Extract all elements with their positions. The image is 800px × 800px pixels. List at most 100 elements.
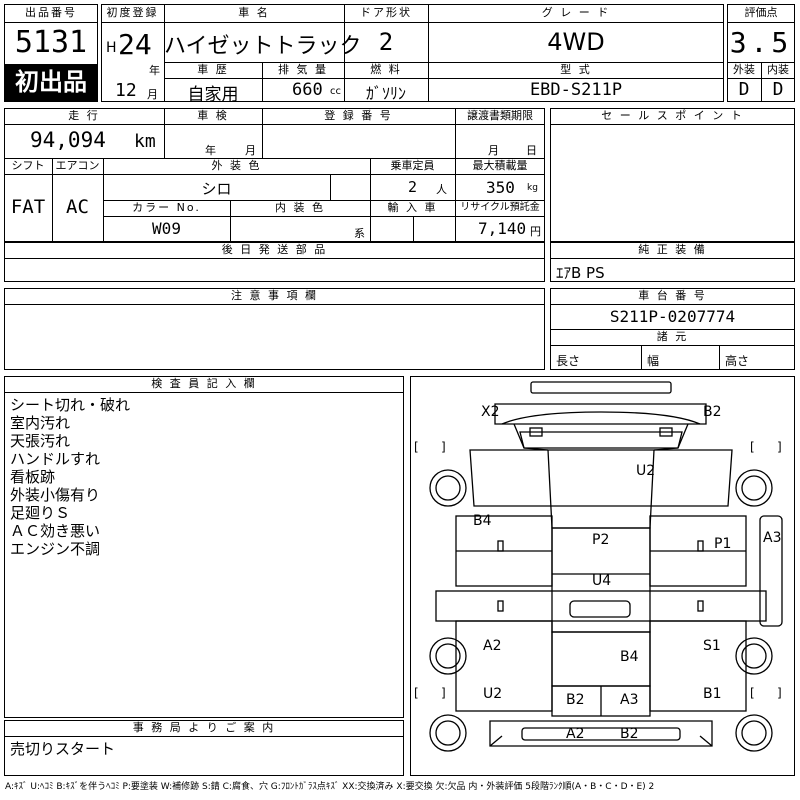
- inspector-note: 室内汚れ: [10, 414, 71, 432]
- options-box: [550, 242, 795, 282]
- dims-label: 諸 元: [656, 330, 689, 343]
- height-label: 高さ: [725, 354, 750, 368]
- inspector-note: 天張汚れ: [10, 432, 71, 450]
- inspector-note: シート切れ・破れ: [10, 396, 131, 414]
- grade-value: 4WD: [547, 28, 605, 56]
- inspector-note: 看板跡: [10, 468, 56, 486]
- damage-a3-right: A3: [763, 530, 782, 546]
- first-listing-badge: 初出品: [5, 64, 97, 101]
- seats-label: 乗車定員: [390, 159, 435, 172]
- transfer-month-unit: 月: [488, 144, 499, 157]
- damage-b2-rear: B2: [566, 692, 585, 708]
- color-no-label: カラー No.: [132, 201, 201, 214]
- load-unit: kg: [527, 183, 538, 193]
- office-label: 事 務 局 よ り ご 案 内: [132, 721, 276, 734]
- damage-p2: P2: [592, 532, 610, 548]
- shift-label: シフト: [11, 159, 45, 172]
- load-value: 350: [486, 178, 515, 197]
- chassis-label: 車 台 番 号: [638, 289, 707, 302]
- notes-box: [4, 288, 545, 370]
- shift-value: FAT: [10, 196, 46, 218]
- legend-footer: A:ｷｽﾞ U:ﾍｺﾐ B:ｷｽﾞを伴うﾍｺﾐ P:要塗装 W:補修跡 S:錆 …: [5, 782, 655, 792]
- chassis-value: S211P-0207774: [609, 307, 736, 326]
- mileage-label: 走 行: [68, 109, 100, 122]
- displacement-unit: cc: [330, 86, 341, 97]
- damage-diagram-box: [410, 376, 795, 776]
- bracket-close: ]: [777, 440, 782, 454]
- interior-color-unit: 系: [354, 227, 365, 240]
- length-label: 長さ: [556, 354, 581, 368]
- history-label: 車 歴: [197, 63, 229, 76]
- exterior-grade-value: D: [738, 79, 750, 100]
- mileage-value: 94,094: [30, 128, 106, 152]
- details-grid: [4, 108, 545, 242]
- model-label: 型 式: [560, 63, 592, 76]
- year-unit: 年: [149, 64, 160, 77]
- inspector-label: 検 査 員 記 入 欄: [151, 377, 257, 390]
- lot-box: [4, 4, 98, 102]
- damage-a2-left: A2: [483, 638, 502, 654]
- inspector-note: 外装小傷有り: [10, 486, 101, 504]
- load-label: 最大積載量: [472, 159, 528, 172]
- fuel-value: ｶﾞｿﾘﾝ: [365, 84, 406, 103]
- inspector-note: エンジン不調: [10, 540, 101, 558]
- grade-label: グ レ ー ド: [541, 6, 611, 19]
- parts-label: 後 日 発 送 部 品: [221, 243, 328, 256]
- color-label: 外 装 色: [211, 159, 262, 172]
- inspector-box: [4, 376, 404, 718]
- transfer-day-unit: 日: [526, 144, 537, 157]
- bracket-close: ]: [441, 686, 446, 700]
- bracket-open: [: [414, 440, 419, 454]
- damage-u4: U4: [592, 573, 612, 589]
- notes-label: 注 意 事 項 欄: [231, 289, 318, 302]
- displacement-label: 排 気 量: [278, 63, 328, 76]
- damage-a2-bumper: A2: [566, 726, 585, 742]
- parts-box: [4, 242, 545, 282]
- width-label: 幅: [647, 354, 660, 368]
- inspector-note: ＡＣ効き悪い: [10, 522, 101, 540]
- damage-a3-rear: A3: [620, 692, 639, 708]
- options-label: 純 正 装 備: [638, 243, 707, 256]
- inspection-label: 車 検: [197, 109, 229, 122]
- damage-b4-left: B4: [473, 513, 492, 529]
- damage-b2-bumper: B2: [620, 726, 639, 742]
- inspector-note: ハンドルすれ: [10, 450, 101, 468]
- history-value: 自家用: [187, 85, 239, 105]
- sales-points-box: [550, 108, 795, 242]
- fuel-label: 燃 料: [370, 63, 402, 76]
- car-name-label: 車 名: [238, 6, 270, 19]
- vehicle-info-grid: [101, 4, 724, 102]
- reg-year: 24: [118, 28, 152, 61]
- recycle-label: リサイクル預託金: [460, 202, 540, 213]
- inspection-year-unit: 年: [205, 144, 216, 157]
- damage-u2-hood: U2: [636, 463, 656, 479]
- displacement-value: 660: [292, 80, 323, 100]
- truck-diagram: [429, 381, 783, 752]
- month-unit: 月: [147, 88, 158, 101]
- interior-grade-value: D: [772, 79, 784, 100]
- damage-u2-left: U2: [483, 686, 503, 702]
- bracket-open: [: [750, 440, 755, 454]
- sales-points-label: セ ー ル ス ポ イ ン ト: [601, 109, 744, 122]
- options-value: ｴｱB PS: [556, 264, 605, 282]
- car-name: ハイゼットトラック: [164, 34, 362, 59]
- interior-color-label: 内 装 色: [275, 201, 325, 214]
- lot-label: 出品番号: [25, 6, 77, 19]
- damage-b1: B1: [703, 686, 722, 702]
- damage-b4-bed: B4: [620, 649, 639, 665]
- doors-value: 2: [378, 28, 394, 56]
- mileage-unit: km: [134, 131, 156, 152]
- transfer-label: 譲渡書類期限: [467, 109, 533, 122]
- bracket-close: ]: [441, 440, 446, 454]
- ac-label: エアコン: [55, 159, 100, 172]
- inspector-note: 足廻りＳ: [10, 504, 71, 522]
- bracket-close: ]: [777, 686, 782, 700]
- door-label: ドア形状: [360, 6, 412, 19]
- registration-label: 登 録 番 号: [324, 109, 393, 122]
- recycle-value: 7,140: [478, 219, 527, 238]
- reg-month: 12: [115, 80, 137, 101]
- office-box: [4, 720, 404, 776]
- era-label: H: [106, 40, 117, 56]
- import-label: 輸 入 車: [387, 201, 438, 214]
- seats-value: 2: [408, 178, 418, 196]
